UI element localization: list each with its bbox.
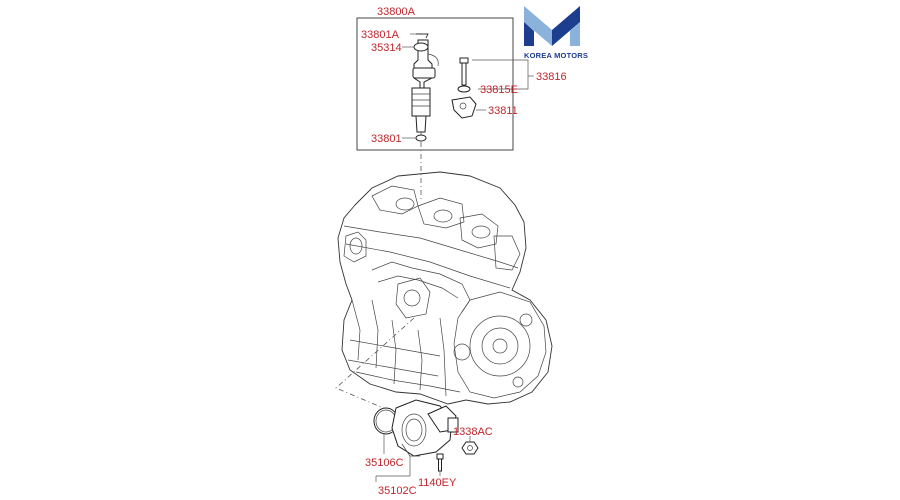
washer-icon [457, 85, 471, 93]
label-33811: 33811 [488, 105, 518, 117]
label-33816: 33816 [536, 71, 567, 83]
label-33801: 33801 [371, 133, 402, 145]
oring-icon [415, 134, 427, 142]
label-35106C: 35106C [365, 457, 404, 469]
assembly-frame [356, 17, 514, 151]
bottom-bolt-icon [436, 453, 444, 472]
label-35102C: 35102C [378, 485, 417, 497]
brand-name: KOREA MOTORS [524, 51, 588, 60]
label-33801A: 33801A [361, 29, 400, 41]
label-33800A: 33800A [377, 6, 416, 18]
nut-icon [461, 441, 479, 455]
bolt-icon [459, 57, 469, 86]
brand-logo: KOREA MOTORS [524, 6, 588, 60]
label-33815E: 33815E [480, 84, 518, 96]
clamp-icon [451, 96, 477, 119]
label-1338AC: 1338AC [453, 426, 493, 438]
label-35314: 35314 [371, 42, 402, 54]
engine-block-icon [337, 171, 553, 405]
label-1140EY: 1140EY [418, 477, 457, 489]
injector-icon [411, 39, 439, 138]
clip-icon [416, 33, 429, 39]
throttle-body-icon [391, 399, 459, 457]
km-chevron-logo [524, 6, 580, 46]
seal-icon [413, 42, 429, 52]
